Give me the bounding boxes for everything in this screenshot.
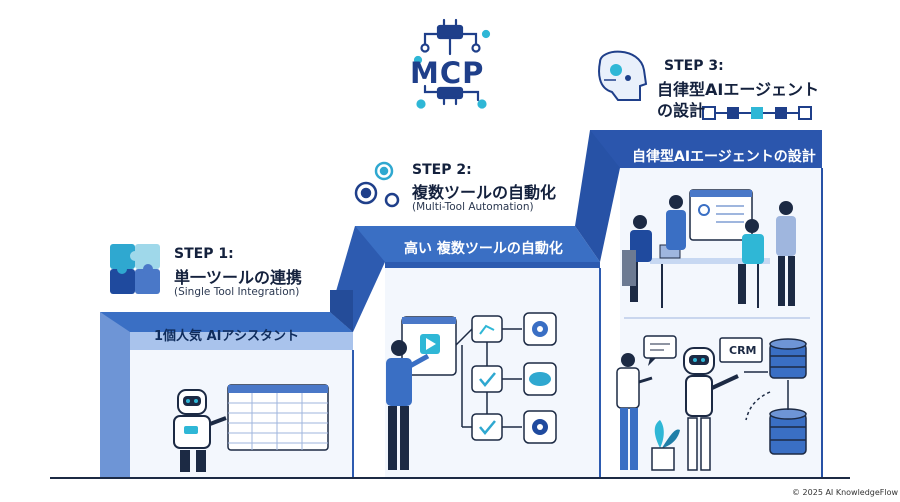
riser-2: [575, 130, 620, 262]
step1-title: 単一ツールの連携: [174, 268, 303, 287]
flow-diagram: [455, 312, 557, 444]
app-icons: [529, 321, 551, 435]
node-chain: [702, 106, 812, 120]
person-step3: [616, 353, 653, 470]
step2-label: STEP 2:: [412, 162, 472, 178]
ai-head-icon: [598, 50, 648, 101]
plant-icon: [651, 420, 680, 471]
step3-band-text: 自律型AIエージェントの設計: [632, 149, 816, 165]
data-arrows: [744, 371, 789, 421]
database-icons: [769, 338, 807, 455]
step2-title: 複数ツールの自動化: [412, 183, 557, 202]
step2-subtitle: (Multi-Tool Automation): [412, 201, 534, 213]
person-step2: [386, 340, 430, 470]
meeting-scene: [622, 189, 796, 308]
mcp-logo-text: MCP: [410, 56, 485, 90]
copyright-text: © 2025 AI KnowledgeFlow: [792, 488, 899, 497]
spreadsheet-window: [227, 384, 329, 451]
step2-band: [355, 226, 600, 262]
step3-band: [590, 130, 822, 168]
gears-icon: [354, 161, 400, 208]
step2-band-text: 高い 複数ツールの自動化: [404, 241, 563, 257]
step3-label: STEP 3:: [664, 58, 724, 74]
step3-title-line1: 自律型AIエージェント: [657, 80, 820, 99]
mcp-plug-icon: [413, 18, 491, 109]
step1-left-wall: [100, 312, 130, 478]
step1-label: STEP 1:: [174, 246, 234, 262]
step1-band: [100, 312, 353, 332]
puzzle-icon: [110, 244, 160, 294]
robot-step3: [683, 347, 739, 471]
step1-band-text: 1個人気 AIアシスタント: [154, 329, 299, 344]
robot-step1: [173, 389, 227, 472]
step3-title-line2: の設計: [657, 101, 706, 120]
chat-bubble-icon: [643, 335, 677, 366]
crm-label: CRM: [729, 344, 757, 357]
crm-box: [719, 337, 763, 363]
step1-subtitle: (Single Tool Integration): [174, 286, 300, 298]
